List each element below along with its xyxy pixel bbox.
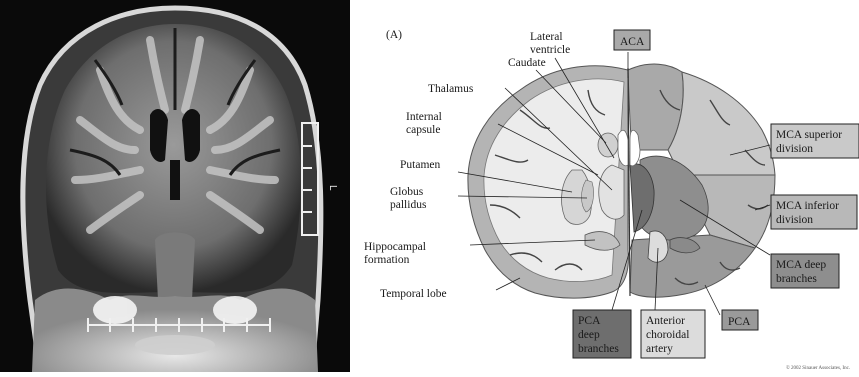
- label-internal-capsule-line1: Internal: [406, 111, 442, 123]
- label-temporal-lobe: Temporal lobe: [380, 288, 447, 300]
- box-mca-deep: MCA deep branches: [771, 254, 839, 288]
- mca-superior-territory: [668, 72, 775, 175]
- box-mca-inferior-text1: MCA inferior: [776, 200, 839, 212]
- label-hippocampal-line2: formation: [364, 254, 410, 266]
- box-anterior-choroidal: Anterior choroidal artery: [641, 310, 705, 358]
- box-pca-text: PCA: [728, 316, 751, 328]
- mri-coronal-image: L: [0, 0, 350, 372]
- box-pca-deep-text2: deep: [578, 329, 600, 341]
- copyright-notice: © 2002 Sinauer Associates, Inc.: [786, 365, 850, 371]
- box-mca-deep-text1: MCA deep: [776, 259, 826, 271]
- label-globus-pallidus-line2: pallidus: [390, 199, 427, 211]
- label-hippocampal-line1: Hippocampal: [364, 241, 426, 253]
- label-putamen: Putamen: [400, 159, 440, 171]
- box-mca-inferior: MCA inferior division: [771, 195, 857, 229]
- diagram-drawing: (A) Lateral ventricle Caudate Thalamus I…: [350, 0, 859, 372]
- box-mca-inferior-text2: division: [776, 214, 813, 226]
- box-mca-superior: MCA superior division: [771, 124, 859, 158]
- box-anterior-choroidal-text2: choroidal: [646, 329, 689, 341]
- box-mca-superior-text1: MCA superior: [776, 129, 842, 141]
- box-pca-deep-text1: PCA: [578, 315, 601, 327]
- box-mca-deep-text2: branches: [776, 273, 817, 285]
- mri-image-drawing: L: [0, 0, 350, 372]
- box-anterior-choroidal-text3: artery: [646, 343, 673, 355]
- label-thalamus: Thalamus: [428, 83, 474, 95]
- label-internal-capsule-line2: capsule: [406, 124, 440, 136]
- panel-label: (A): [386, 29, 402, 41]
- label-lateral-ventricle-line1: Lateral: [530, 31, 563, 43]
- box-pca: PCA: [722, 310, 758, 330]
- vascular-territory-diagram: (A) Lateral ventricle Caudate Thalamus I…: [350, 0, 859, 372]
- left-lateral-ventricle: [618, 130, 628, 166]
- box-mca-superior-text2: division: [776, 143, 813, 155]
- mri-side-marker: L: [327, 185, 338, 191]
- box-aca-text: ACA: [620, 36, 645, 48]
- box-pca-deep-text3: branches: [578, 343, 619, 355]
- mri-skull-base: [32, 288, 318, 372]
- box-pca-deep: PCA deep branches: [573, 310, 631, 358]
- box-aca: ACA: [614, 30, 650, 50]
- box-anterior-choroidal-text1: Anterior: [646, 315, 685, 327]
- label-caudate: Caudate: [508, 57, 546, 69]
- brain-section: [468, 64, 775, 298]
- label-lateral-ventricle-line2: ventricle: [530, 44, 570, 56]
- label-globus-pallidus-line1: Globus: [390, 186, 424, 198]
